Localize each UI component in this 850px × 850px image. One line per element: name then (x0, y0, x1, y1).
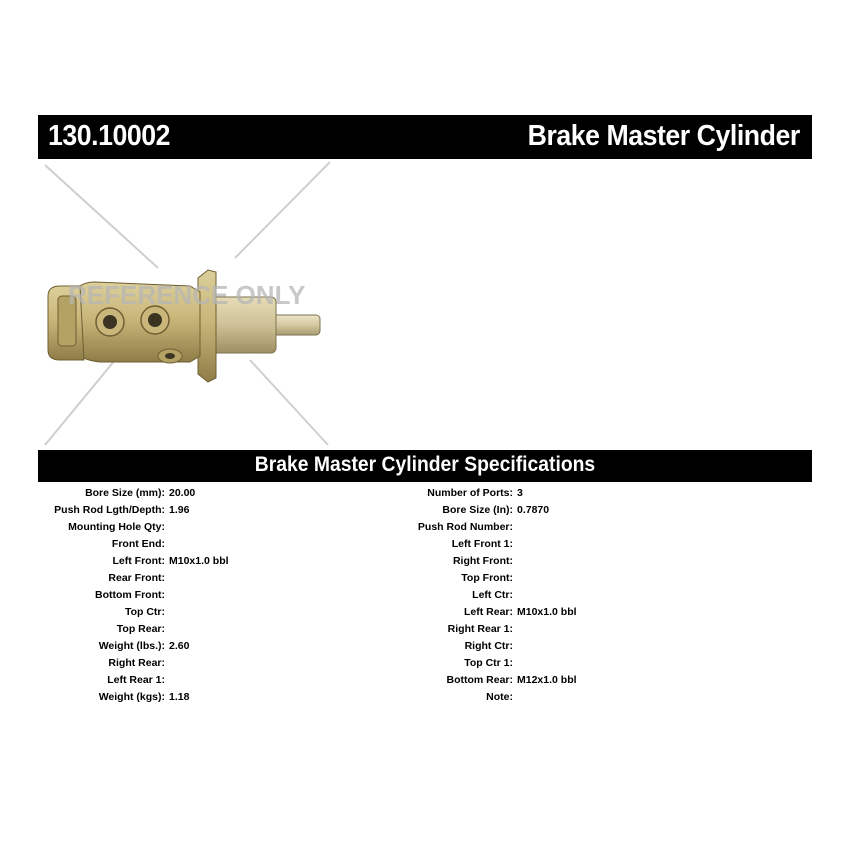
spec-label: Left Rear 1: (107, 674, 165, 686)
spec-row: Number of Ports: 3 (345, 485, 577, 502)
bottom-port (157, 348, 183, 364)
part-name: Brake Master Cylinder (527, 120, 801, 152)
spec-label: Right Front: (452, 555, 513, 567)
spec-label: Top Front: (461, 572, 513, 584)
spec-row: Top Ctr 1: (345, 655, 577, 672)
spec-label: Top Ctr 1: (464, 657, 513, 669)
spec-row: Bore Size (In): 0.7870 (345, 502, 577, 519)
push-rod (271, 314, 321, 336)
spec-label: Note: (486, 691, 513, 703)
spec-row: Weight (lbs.): 2.60 (0, 638, 229, 655)
spec-row: Bore Size (mm): 20.00 (0, 485, 229, 502)
spec-value: M10x1.0 bbl (517, 606, 577, 618)
spec-label: Weight (kgs): (98, 691, 165, 703)
spec-value: 2.60 (169, 640, 190, 652)
spec-row: Front End: (0, 536, 229, 553)
spec-label: Left Ctr: (472, 589, 513, 601)
spec-row: Right Rear 1: (345, 621, 577, 638)
spec-label: Push Rod Lgth/Depth: (54, 504, 165, 516)
spec-label: Right Rear 1: (447, 623, 513, 635)
spec-label: Front End: (111, 538, 165, 550)
spec-value: 0.7870 (517, 504, 550, 516)
spec-row: Right Rear: (0, 655, 229, 672)
title-bar: 130.10002 Brake Master Cylinder (38, 115, 812, 159)
spec-row: Right Front: (345, 553, 577, 570)
specifications-bar: Brake Master Cylinder Specifications (38, 450, 812, 482)
spec-label: Number of Ports: (427, 487, 513, 499)
spec-label: Bore Size (In): (442, 504, 513, 516)
spec-row: Rear Front: (0, 570, 229, 587)
spec-row: Left Front 1: (345, 536, 577, 553)
spec-value: 1.96 (169, 504, 190, 516)
spec-label: Left Front: (112, 555, 166, 567)
spec-row: Left Rear: M10x1.0 bbl (345, 604, 577, 621)
spec-row: Left Front:M10x1.0 bbl (0, 553, 229, 570)
spec-label: Right Rear: (108, 657, 165, 669)
spec-row: Bottom Rear: M12x1.0 bbl (345, 672, 577, 689)
spec-value: 20.00 (169, 487, 196, 499)
spec-row: Right Ctr: (345, 638, 577, 655)
spec-row: Mounting Hole Qty: (0, 519, 229, 536)
spec-row: Push Rod Number: (345, 519, 577, 536)
spec-row: Weight (kgs): 1.18 (0, 689, 229, 706)
spec-row: Left Ctr: (345, 587, 577, 604)
spec-label: Weight (lbs.): (98, 640, 165, 652)
reference-lines (44, 161, 331, 446)
specifications-title: Brake Master Cylinder Specifications (254, 453, 596, 476)
spec-value: 1.18 (169, 691, 190, 703)
spec-value: 3 (517, 487, 523, 499)
mounting-flange (197, 269, 217, 383)
spec-label: Right Ctr: (464, 640, 513, 652)
spec-label: Top Ctr: (124, 606, 165, 618)
spec-row: Bottom Front: (0, 587, 229, 604)
spec-label: Push Rod Number: (417, 521, 513, 533)
part-number: 130.10002 (48, 120, 170, 152)
port-2 (140, 305, 170, 335)
spec-label: Bottom Front: (95, 589, 165, 601)
spec-row: Top Rear: (0, 621, 229, 638)
spec-row: Push Rod Lgth/Depth: 1.96 (0, 502, 229, 519)
spec-row: Top Front: (345, 570, 577, 587)
port-1 (95, 307, 125, 337)
watermark: REFERENCE ONLY (68, 280, 305, 310)
brake-master-cylinder-photo: REFERENCE ONLY (44, 161, 331, 446)
spec-label: Top Rear: (116, 623, 165, 635)
spec-row: Left Rear 1: (0, 672, 229, 689)
spec-label: Mounting Hole Qty: (68, 521, 165, 533)
specs-left-column: Bore Size (mm): 20.00 Push Rod Lgth/Depth… (0, 485, 229, 706)
spec-row: Top Ctr: (0, 604, 229, 621)
spec-label: Bore Size (mm): (85, 487, 165, 499)
spec-row: Note: (345, 689, 577, 706)
spec-label: Rear Front: (108, 572, 165, 584)
spec-value: M12x1.0 bbl (517, 674, 577, 686)
spec-label: Left Rear: (463, 606, 513, 618)
spec-value: M10x1.0 bbl (169, 555, 229, 567)
spec-label: Left Front 1: (451, 538, 513, 550)
specs-right-column: Number of Ports:3 Bore Size (In):0.7870 … (345, 485, 577, 706)
spec-label: Bottom Rear: (446, 674, 513, 686)
